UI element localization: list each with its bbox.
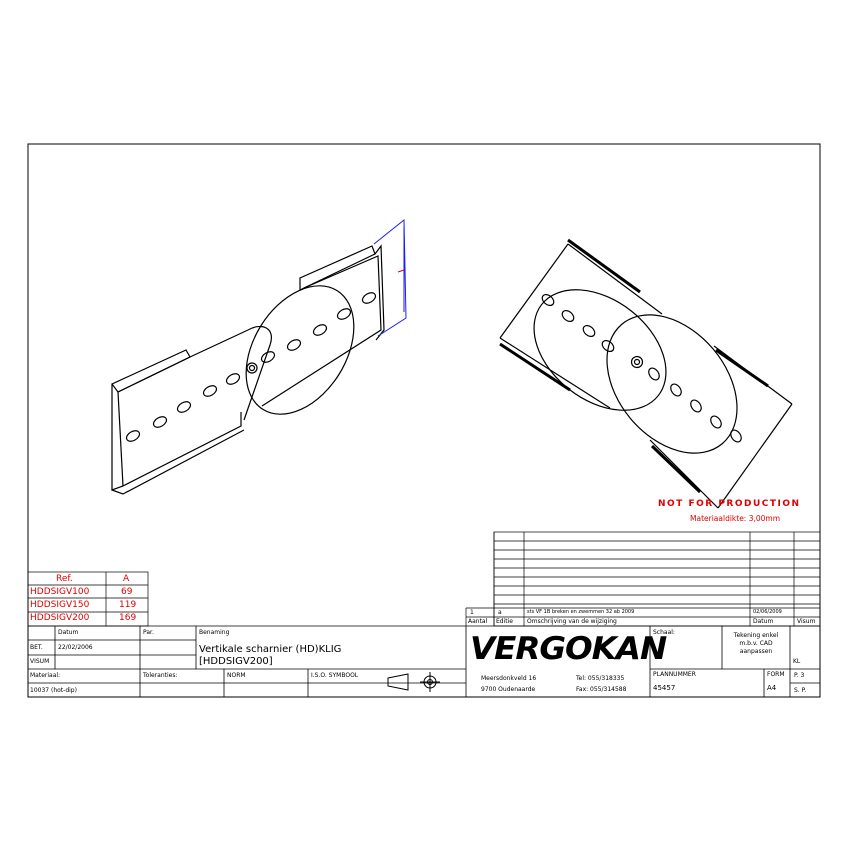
- rev-omschrijving-header: Omschrijving van de wijziging: [527, 618, 617, 625]
- bet-label: BET.: [30, 644, 43, 651]
- ref-header: Ref.: [56, 574, 73, 584]
- plannummer-label: PLANNUMMER: [653, 671, 696, 678]
- kl-label: KL: [793, 658, 801, 665]
- visum-label: VISUM: [30, 658, 50, 665]
- rev-datum-value: 02/06/2009: [753, 609, 782, 615]
- a-row-3: 169: [119, 613, 137, 623]
- ref-row-2: HDDSIGV150: [30, 600, 90, 610]
- material-value: 10037 (hot-dip): [30, 687, 77, 694]
- benaming-label: Benaming: [199, 629, 230, 636]
- a-header: A: [123, 574, 130, 584]
- drawing-frame: [27, 143, 821, 698]
- rev-editie-value: a: [498, 609, 502, 616]
- formaat-label: FORM: [767, 671, 785, 678]
- vergokan-logo: VERGOKAN: [470, 631, 667, 667]
- formaat-value: A4: [767, 684, 777, 692]
- address-line2: 9700 Oudenaarde: [481, 686, 536, 693]
- a-row-1: 69: [121, 587, 133, 597]
- norm-label: NORM: [227, 672, 246, 679]
- rev-aantal-value: 1: [470, 609, 474, 616]
- bet-date: 22/02/2006: [58, 644, 93, 651]
- address-line1: Meersdonkveld 16: [481, 675, 537, 682]
- title-block-grid: [28, 625, 820, 697]
- revision-table-grid: [465, 531, 821, 627]
- rev-aantal-header: Aantal: [468, 618, 488, 625]
- ref-row-3: HDDSIGV200: [30, 613, 90, 623]
- blad-label: P. 3: [794, 672, 805, 679]
- drawing-title-line1: Vertikale scharnier (HD)KLIG: [199, 644, 342, 655]
- material-thickness-note: Materiaaldikte: 3,00mm: [690, 514, 781, 523]
- phone: Tel: 055/318335: [576, 675, 625, 682]
- ref-table-grid: [27, 571, 149, 627]
- slots-right: [541, 293, 742, 443]
- rev-omschrijving-value: sts VF 1B breken en zwemmen 32 ab 2009: [527, 609, 635, 615]
- fax: Fax: 055/314588: [576, 686, 627, 693]
- datum-label: Datum: [58, 629, 79, 636]
- materiaal-label: Materiaal:: [30, 672, 61, 679]
- plan-number: 45457: [653, 684, 676, 692]
- a-row-2: 119: [119, 600, 137, 610]
- isometric-view-left: [111, 244, 385, 495]
- ref-row-1: HDDSIGV100: [30, 587, 90, 597]
- slots-left: [125, 292, 377, 442]
- rev-visum-header: Visum: [797, 618, 816, 625]
- par-label: Par.: [143, 629, 154, 636]
- rev-datum-header: Datum: [753, 618, 774, 625]
- drawing-title-line2: [HDDSIGV200]: [199, 656, 273, 667]
- iso-symbool-label: I.S.O. SYMBOOL: [311, 672, 359, 679]
- blad-count: S. P.: [794, 687, 807, 694]
- rev-editie-header: Editie: [496, 618, 513, 625]
- toleranties-label: Toleranties:: [143, 672, 178, 679]
- dimension-A: [373, 218, 407, 337]
- isometric-view-right: [499, 238, 793, 509]
- not-for-production-warning: NOT FOR PRODUCTION: [658, 499, 801, 509]
- cad-note: Tekening enkel m.b.v. CAD aanpassen: [733, 632, 779, 655]
- schaal-label: Schaal:: [653, 629, 675, 636]
- iso-projection-symbol: [387, 672, 440, 692]
